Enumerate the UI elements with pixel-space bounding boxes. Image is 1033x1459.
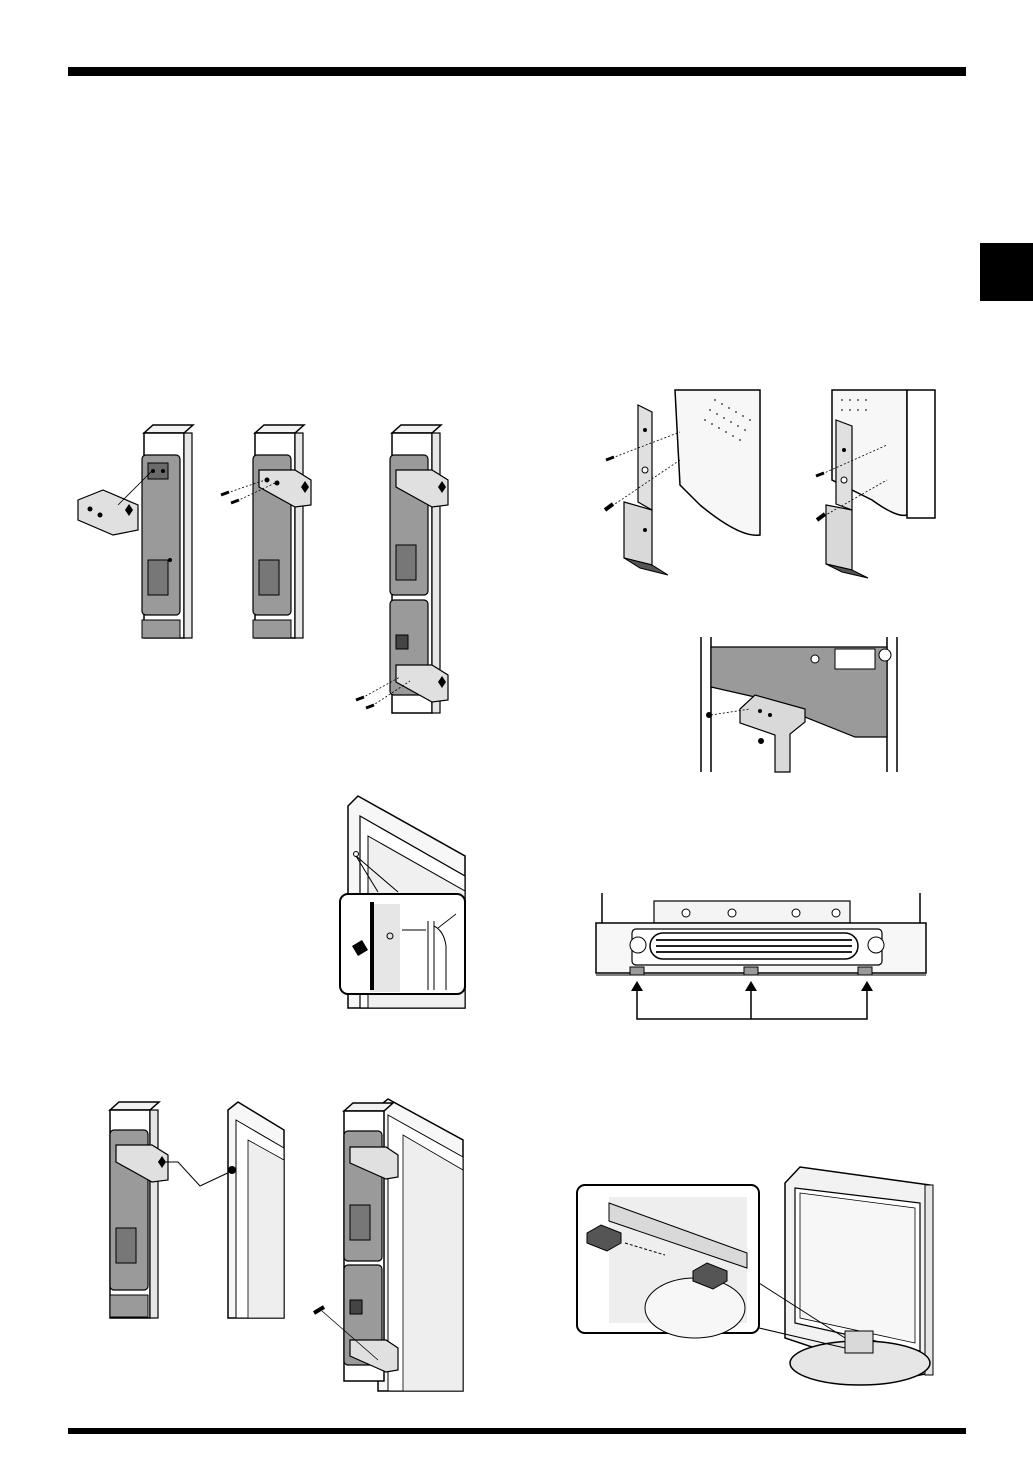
speaker-dual-bracket-icon	[352, 425, 452, 715]
speaker-bracket-screws-icon	[215, 425, 330, 640]
speaker-hook-mount-icon	[108, 1100, 288, 1320]
speaker-bracket-attach-icon	[78, 425, 203, 640]
bottom-rule	[68, 1428, 966, 1434]
top-rule	[68, 67, 966, 76]
side-bracket-right-icon	[812, 390, 942, 580]
side-bracket-left-icon	[600, 390, 760, 580]
speaker-mounted-on-display-icon	[308, 1095, 468, 1395]
screw-detail-callout-icon	[338, 796, 465, 1008]
bottom-cover-positions-icon	[596, 893, 926, 1025]
bottom-center-bracket-icon	[695, 637, 907, 772]
section-index-tab	[980, 243, 1033, 301]
stand-cushion-callout-icon	[575, 1163, 940, 1388]
